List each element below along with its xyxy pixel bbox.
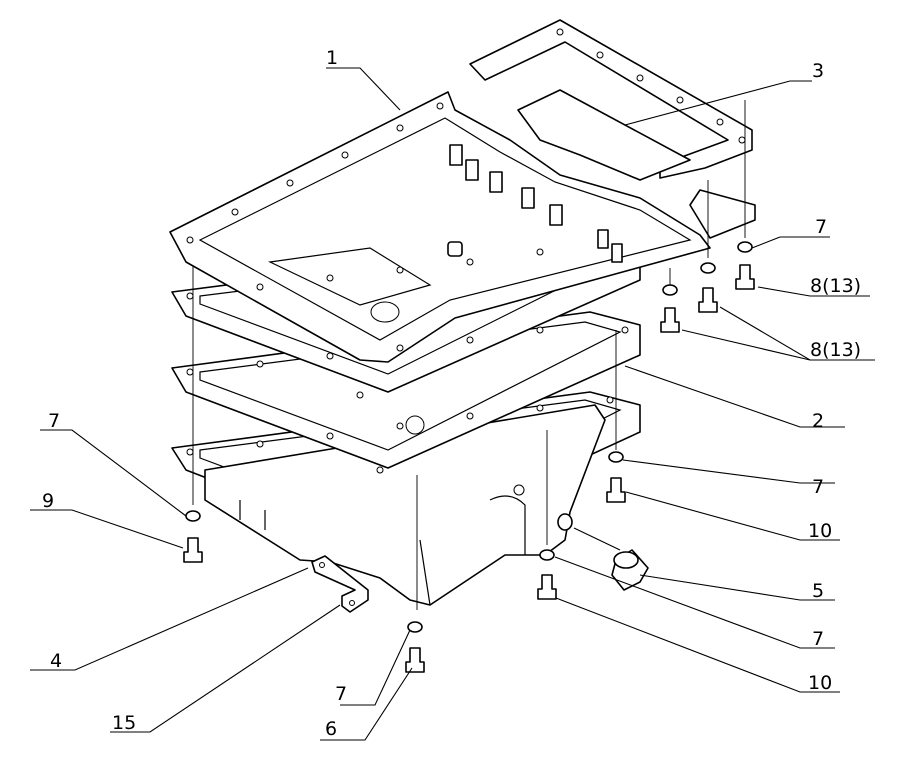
leader-lines (30, 67, 875, 741)
callout-4: 4 (50, 650, 62, 672)
callout-6: 6 (325, 718, 337, 740)
callout-10-b: 10 (808, 672, 832, 694)
callout-15: 15 (112, 712, 136, 734)
washer-7-drain (539, 549, 555, 561)
callout-1: 1 (326, 47, 338, 69)
callout-3: 3 (812, 60, 824, 82)
washer-7-right (662, 284, 678, 296)
callout-7-left: 7 (48, 410, 60, 432)
top-frame-gasket (469, 19, 756, 239)
washer-7-top (737, 241, 753, 253)
callout-8-b: 8(13) (810, 339, 861, 361)
washer-7-lower-right (608, 451, 624, 463)
callout-10-a: 10 (808, 520, 832, 542)
bracket (311, 555, 369, 613)
bolt-10-b (537, 574, 557, 600)
bolt-9 (183, 537, 203, 563)
bolt-8-b (698, 287, 718, 313)
callout-2: 2 (812, 410, 824, 432)
washers (185, 241, 753, 633)
callout-5: 5 (812, 580, 824, 602)
callout-labels: 1 2 3 4 5 6 7 7 7 7 7 8(13) 8(13) 9 10 1… (42, 47, 861, 740)
assembly-axis-lines (192, 100, 746, 610)
oil-pan-cover (169, 91, 711, 435)
callout-7-drain: 7 (812, 628, 824, 650)
callout-7-right: 7 (812, 476, 824, 498)
drain-plug (557, 513, 649, 591)
callout-9: 9 (42, 490, 54, 512)
callout-7-bottom: 7 (335, 683, 347, 705)
bolt-holes (186, 28, 746, 474)
callout-7-top: 7 (815, 216, 827, 238)
bolts (183, 264, 755, 673)
bolt-6 (405, 647, 425, 673)
bolt-10-a (606, 477, 626, 503)
seal-ring (557, 513, 573, 531)
bolt-8-a (735, 264, 755, 290)
washer-7-mid (700, 262, 716, 274)
washer-7-left (185, 510, 201, 522)
oil-pan-body (204, 404, 606, 606)
bolt-8-c (660, 307, 680, 333)
callout-8-a: 8(13) (810, 275, 861, 297)
washer-7-bottom (407, 621, 423, 633)
